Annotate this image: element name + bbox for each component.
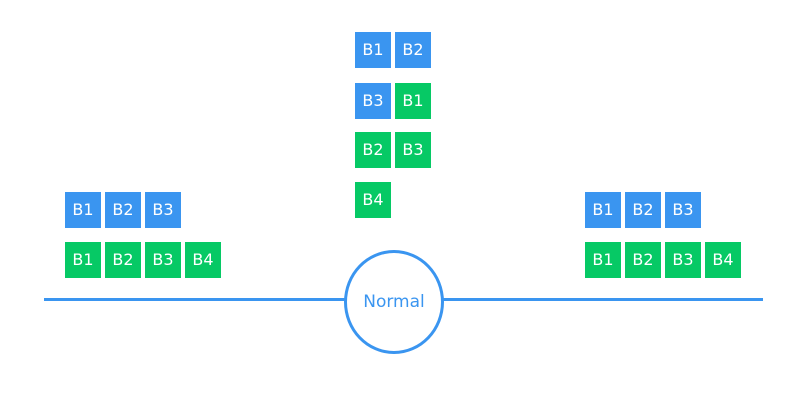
center-block-r1-c2: B2 [395, 32, 431, 68]
right-block-r1-c2: B2 [625, 192, 661, 228]
center-block-r3-c1: B2 [355, 132, 391, 168]
normal-state-label: Normal [363, 292, 425, 312]
left-block-r2-c2: B2 [105, 242, 141, 278]
center-block-r2-c2: B1 [395, 83, 431, 119]
center-block-r1-c1: B1 [355, 32, 391, 68]
left-block-r2-c4: B4 [185, 242, 221, 278]
left-block-r2-c1: B1 [65, 242, 101, 278]
right-block-r2-c3: B3 [665, 242, 701, 278]
left-block-r1-c1: B1 [65, 192, 101, 228]
center-block-r2-c1: B3 [355, 83, 391, 119]
right-block-r2-c4: B4 [705, 242, 741, 278]
center-block-r3-c2: B3 [395, 132, 431, 168]
right-block-r1-c1: B1 [585, 192, 621, 228]
left-block-r2-c3: B3 [145, 242, 181, 278]
right-block-r2-c2: B2 [625, 242, 661, 278]
left-block-r1-c3: B3 [145, 192, 181, 228]
normal-state-circle [344, 250, 444, 354]
left-block-r1-c2: B2 [105, 192, 141, 228]
center-block-r4-c1: B4 [355, 182, 391, 218]
right-block-r1-c3: B3 [665, 192, 701, 228]
right-block-r2-c1: B1 [585, 242, 621, 278]
